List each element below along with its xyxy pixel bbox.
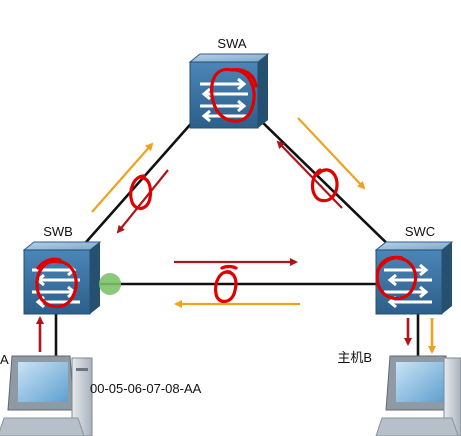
flow-arrow-swa-to-swc [297, 117, 366, 190]
computer-icon [375, 355, 461, 436]
annotation-circle-swa [210, 67, 258, 123]
annotation-circle-link-ab [129, 174, 153, 210]
host-a[interactable]: A [0, 352, 93, 436]
flow-arrow-swb-to-swa [91, 142, 154, 213]
flow-arrow-swa-to-swb [116, 169, 169, 234]
switch-label-swb: SWB [43, 224, 73, 239]
switch-icon [188, 53, 270, 129]
mac-address-label: 00-05-06-07-08-AA [90, 381, 202, 396]
host-b[interactable]: 主机B [337, 350, 461, 436]
switch-label-swa: SWA [217, 36, 246, 51]
annotation-layer [35, 67, 418, 309]
annotation-circle-swc [375, 255, 418, 301]
annotation-circle-swb [35, 257, 78, 309]
port-indicator [99, 273, 121, 295]
host-label-b: 主机B [337, 350, 372, 365]
annotation-circle-link-bc [214, 264, 238, 304]
link-swa-swb [71, 117, 197, 259]
annotation-circle-link-ac [310, 168, 339, 203]
computer-icon [0, 355, 93, 436]
link-swa-swc [257, 117, 401, 257]
switch-icon [374, 241, 454, 315]
host-label-a: A [0, 352, 9, 367]
switch-icon [22, 241, 102, 315]
switch-label-swc: SWC [405, 224, 435, 239]
